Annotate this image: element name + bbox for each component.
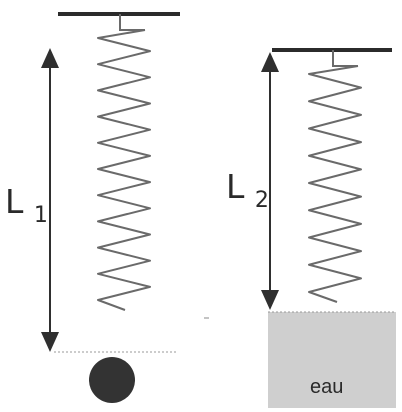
right-arrow-top-head [261, 52, 279, 72]
left-arrow-top-head [41, 48, 59, 68]
water-box [268, 312, 396, 408]
right-setup: L 2 eau [226, 48, 396, 408]
right-length-arrow [261, 52, 279, 310]
left-length-label: L 1 [5, 182, 48, 228]
left-setup: L 1 [5, 12, 180, 403]
water-label: eau [310, 376, 343, 398]
right-length-letter: L [226, 167, 245, 206]
ball [89, 357, 135, 403]
left-length-arrow [41, 48, 59, 352]
right-spring-hook [332, 50, 358, 67]
left-spring-hook [119, 14, 145, 31]
right-length-subscript: 2 [255, 188, 269, 213]
left-arrow-bottom-head [41, 332, 59, 352]
right-length-label: L 2 [226, 167, 269, 213]
left-spring [97, 29, 151, 311]
right-spring [308, 65, 362, 303]
left-length-letter: L [5, 182, 24, 221]
right-arrow-bottom-head [261, 290, 279, 310]
left-length-subscript: 1 [34, 203, 48, 228]
